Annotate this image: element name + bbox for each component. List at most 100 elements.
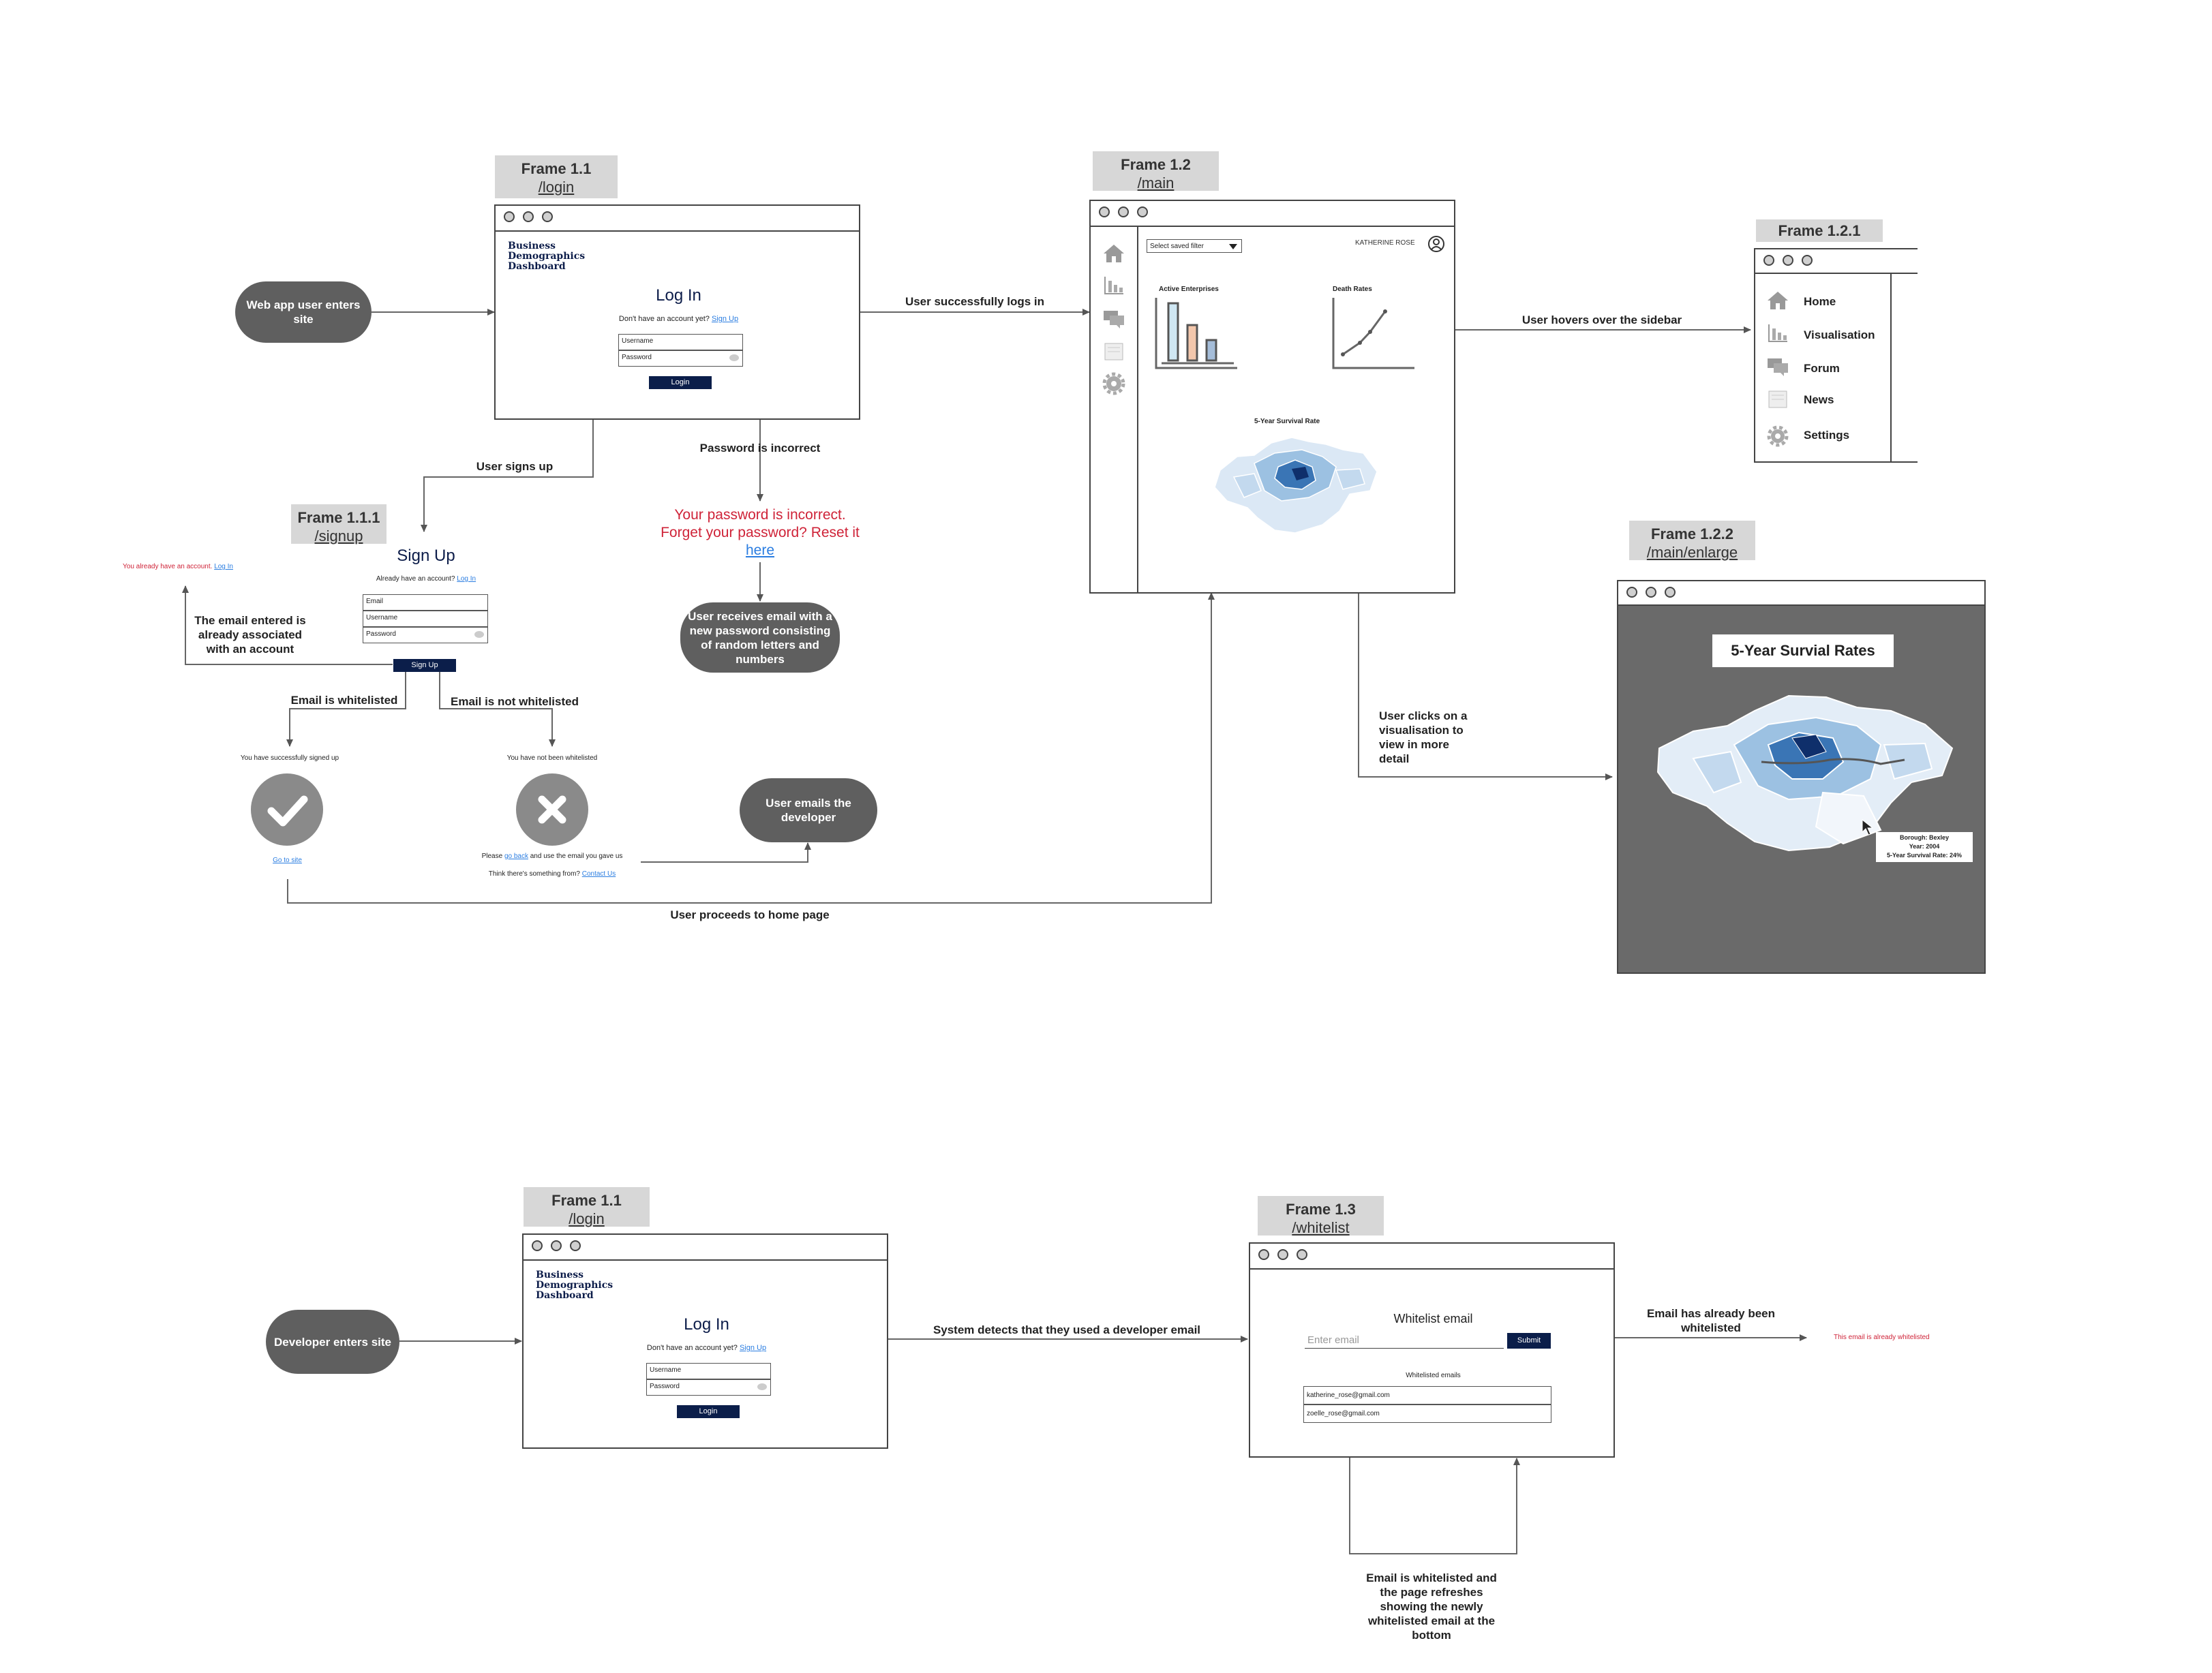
window-dot-icon [1626, 587, 1637, 598]
login-button[interactable]: Login [649, 376, 712, 389]
arrow-login-to-signup [421, 419, 594, 532]
login-button[interactable]: Login [677, 1405, 740, 1418]
sidebar-item-home[interactable]: Home [1766, 290, 1889, 313]
frame-route: /login [569, 1210, 605, 1227]
signup-prompt: Don't have an account yet? Sign Up [646, 1344, 767, 1352]
home-icon[interactable] [1102, 243, 1125, 264]
london-survival-map[interactable] [1207, 429, 1384, 538]
label-refreshes: Email is whitelisted and the page refres… [1366, 1571, 1497, 1642]
window-dot-icon [1277, 1249, 1288, 1260]
signup-link[interactable]: Sign Up [739, 1344, 767, 1352]
sidebar-item-label: Settings [1804, 429, 1850, 442]
window-dot-icon [504, 211, 515, 222]
gear-icon [1767, 425, 1789, 447]
frame-title: Frame 1.1.1 [297, 509, 380, 526]
frame-title: Frame 1.2.2 [1650, 525, 1734, 542]
active-enterprises-chart[interactable] [1152, 296, 1241, 371]
start-web-user: Web app user enters site [235, 281, 372, 343]
whitelisted-email-row: katherine_rose@gmail.com [1303, 1386, 1551, 1405]
login-link[interactable]: Log In [457, 575, 476, 583]
whitelisted-email-row: zoelle_rose@gmail.com [1303, 1405, 1551, 1423]
username-field[interactable]: Username [646, 1363, 771, 1379]
username-field[interactable]: Username [363, 611, 488, 627]
frame-tag-1-1: Frame 1.1 /login [495, 155, 618, 198]
eye-icon[interactable] [729, 354, 739, 361]
go-back-link[interactable]: go back [504, 853, 528, 860]
window-dot-icon [1258, 1249, 1269, 1260]
sidebar-item-label: Home [1804, 295, 1836, 308]
bar-chart-icon [1768, 324, 1787, 342]
signup-link[interactable]: Sign Up [711, 315, 739, 323]
frame-title: Frame 1.3 [1286, 1201, 1356, 1218]
bar-chart-icon[interactable] [1102, 275, 1125, 296]
window-dot-icon [1118, 206, 1129, 217]
arrow-not-whitelisted [439, 671, 556, 747]
password-field[interactable]: Password [646, 1379, 771, 1396]
sidebar-item-label: Visualisation [1804, 328, 1875, 341]
not-whitelisted-text: You have not been whitelisted [506, 754, 598, 762]
sidebar-item-forum[interactable]: Forum [1766, 356, 1889, 380]
death-rates-chart[interactable] [1329, 296, 1418, 371]
collapsed-sidebar[interactable] [1091, 226, 1138, 594]
eye-icon[interactable] [474, 631, 484, 638]
frame-title: Frame 1.2 [1121, 156, 1191, 173]
frame-route: /main [1137, 174, 1175, 191]
password-field[interactable]: Password [618, 350, 743, 367]
chat-icon[interactable] [1102, 309, 1125, 329]
window-titlebar [524, 1235, 887, 1261]
already-whitelisted-error: This email is already whitelisted [1834, 1334, 1930, 1341]
signup-prompt: Don't have an account yet? Sign Up [618, 315, 739, 323]
sidebar-item-settings[interactable]: Settings [1766, 425, 1889, 448]
frame-tag-1-2-1: Frame 1.2.1 [1756, 219, 1883, 242]
password-field[interactable]: Password [363, 627, 488, 643]
window-titlebar [1755, 249, 1918, 274]
signup-button[interactable]: Sign Up [393, 659, 456, 672]
frame-title: Frame 1.1 [521, 160, 592, 177]
window-dot-icon [1646, 587, 1656, 598]
window-dot-icon [1763, 255, 1774, 266]
label-hovers-sidebar: User hovers over the sidebar [1521, 313, 1682, 326]
frame-route: /whitelist [1292, 1219, 1350, 1236]
window-dot-icon [532, 1240, 543, 1251]
password-error-message: Your password is incorrect. Forget your … [661, 507, 860, 558]
label-whitelisted: Email is whitelisted [290, 694, 398, 707]
chevron-down-icon [1229, 244, 1237, 249]
label-not-whitelisted: Email is not whitelisted [451, 695, 579, 708]
email-field[interactable]: Email [363, 594, 488, 611]
sidebar-item-label: Forum [1804, 362, 1840, 375]
reset-password-link[interactable]: here [745, 542, 775, 558]
login-title: Log In [684, 1315, 729, 1334]
gear-icon[interactable] [1102, 372, 1125, 395]
window-titlebar [1250, 1244, 1613, 1270]
window-dot-icon [570, 1240, 581, 1251]
news-icon [1768, 390, 1787, 408]
frame-tag-1-2: Frame 1.2 /main [1093, 151, 1219, 191]
window-titlebar [1091, 201, 1454, 227]
saved-filter-dropdown[interactable]: Select saved filter [1147, 239, 1242, 253]
start-developer: Developer enters site [266, 1310, 399, 1374]
sidebar-item-news[interactable]: News [1766, 389, 1889, 412]
username-field[interactable]: Username [618, 334, 743, 350]
news-icon[interactable] [1102, 341, 1125, 362]
frame-title: Frame 1.2.1 [1778, 222, 1861, 239]
go-back-text: Please go back and use the email you gav… [481, 853, 623, 860]
whitelist-email-input[interactable]: Enter email [1305, 1332, 1504, 1349]
label-clicks-vis: User clicks on a visualisation to view i… [1379, 709, 1468, 765]
signup-success-text: You have successfully signed up [240, 754, 339, 762]
eye-icon[interactable] [757, 1383, 767, 1390]
frame-tag-1-2-2: Frame 1.2.2 /main/enlarge [1629, 521, 1755, 561]
sidebar-item-visualisation[interactable]: Visualisation [1766, 323, 1889, 346]
main-dashboard-window: Select saved filter KATHERINE ROSE Activ… [1089, 200, 1455, 594]
arrow-whitelisted [286, 671, 406, 747]
survival-rate-label: 5-Year Survival Rate [1254, 418, 1320, 425]
enlarged-london-map[interactable] [1652, 684, 1966, 874]
login-link[interactable]: Log In [214, 563, 233, 570]
contact-us-link[interactable]: Contact Us [581, 870, 616, 878]
label-dev-email: System detects that they used a develope… [933, 1323, 1201, 1336]
submit-button[interactable]: Submit [1507, 1333, 1551, 1349]
go-to-site-link[interactable]: Go to site [273, 857, 302, 864]
home-icon [1768, 292, 1788, 309]
user-avatar-icon[interactable] [1427, 235, 1445, 253]
